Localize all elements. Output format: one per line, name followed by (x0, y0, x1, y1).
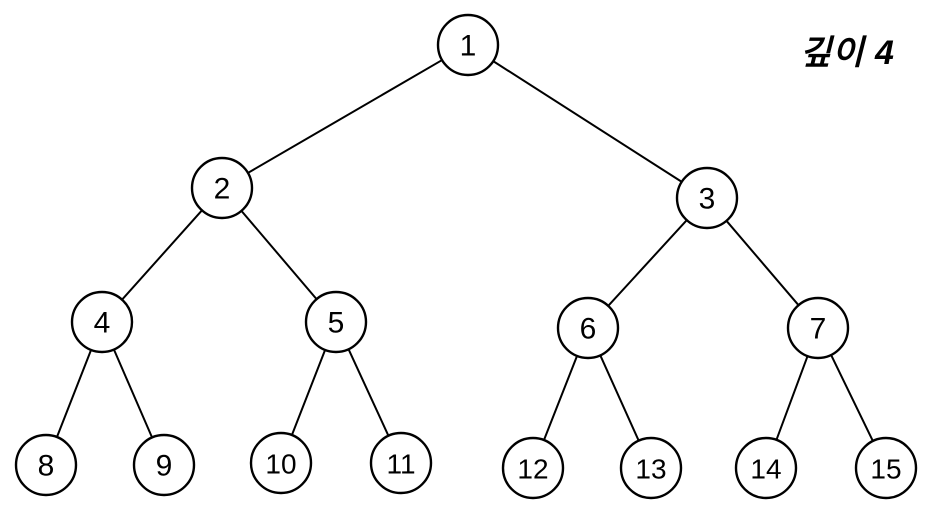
tree-node-circle-4 (70, 290, 134, 354)
tree-edge-3-7 (724, 219, 801, 307)
tree-node-1[interactable]: 1 (436, 13, 500, 77)
tree-node-10[interactable]: 10 (249, 431, 313, 495)
tree-node-label-13: 13 (635, 454, 666, 485)
tree-node-label-1: 1 (460, 30, 477, 63)
tree-node-circle-9 (132, 433, 196, 497)
tree-node-label-3: 3 (699, 183, 716, 216)
tree-node-8[interactable]: 8 (14, 433, 78, 497)
tree-node-circle-2 (190, 156, 254, 220)
tree-node-circle-15 (854, 436, 918, 500)
tree-node-circle-14 (734, 436, 798, 500)
tree-node-11[interactable]: 11 (369, 431, 433, 495)
tree-node-4[interactable]: 4 (70, 290, 134, 354)
tree-node-6[interactable]: 6 (556, 296, 620, 360)
tree-node-circle-12 (501, 436, 565, 500)
tree-node-label-7: 7 (810, 313, 827, 346)
tree-edge-2-4 (120, 208, 204, 302)
tree-node-circle-6 (556, 296, 620, 360)
tree-node-label-8: 8 (38, 450, 55, 483)
tree-node-15[interactable]: 15 (854, 436, 918, 500)
tree-edge-5-11 (347, 347, 390, 438)
tree-node-label-5: 5 (328, 307, 345, 340)
tree-node-label-12: 12 (517, 454, 548, 485)
tree-edge-7-15 (829, 353, 875, 443)
tree-node-circle-5 (304, 290, 368, 354)
tree-node-7[interactable]: 7 (786, 296, 850, 360)
tree-node-circle-11 (369, 431, 433, 495)
tree-node-label-10: 10 (265, 449, 296, 480)
tree-node-circle-7 (786, 296, 850, 360)
tree-node-label-4: 4 (94, 307, 111, 340)
tree-node-circle-3 (675, 166, 739, 230)
edges-layer (55, 58, 875, 443)
tree-node-label-15: 15 (870, 454, 901, 485)
tree-edge-4-9 (112, 347, 154, 440)
tree-edge-6-12 (542, 353, 579, 443)
tree-node-label-2: 2 (214, 173, 231, 206)
tree-edge-3-6 (606, 218, 689, 308)
tree-node-circle-13 (619, 436, 683, 500)
tree-node-14[interactable]: 14 (734, 436, 798, 500)
tree-edge-7-14 (775, 354, 809, 442)
tree-node-circle-1 (436, 13, 500, 77)
tree-edge-1-3 (491, 59, 684, 184)
depth-caption-label: 깊이 4 (800, 34, 895, 72)
tree-node-3[interactable]: 3 (675, 166, 739, 230)
tree-node-label-11: 11 (386, 449, 415, 480)
tree-node-circle-10 (249, 431, 313, 495)
tree-node-13[interactable]: 13 (619, 436, 683, 500)
tree-edge-1-2 (246, 58, 444, 175)
tree-node-label-9: 9 (156, 450, 173, 483)
tree-edge-2-5 (239, 209, 319, 301)
tree-node-label-14: 14 (750, 454, 781, 485)
tree-node-12[interactable]: 12 (501, 436, 565, 500)
tree-node-circle-8 (14, 433, 78, 497)
tree-edge-5-10 (290, 348, 327, 437)
tree-node-5[interactable]: 5 (304, 290, 368, 354)
tree-edge-6-13 (598, 353, 641, 443)
tree-node-9[interactable]: 9 (132, 433, 196, 497)
tree-node-2[interactable]: 2 (190, 156, 254, 220)
tree-edge-4-8 (55, 348, 93, 439)
tree-node-label-6: 6 (580, 313, 597, 346)
